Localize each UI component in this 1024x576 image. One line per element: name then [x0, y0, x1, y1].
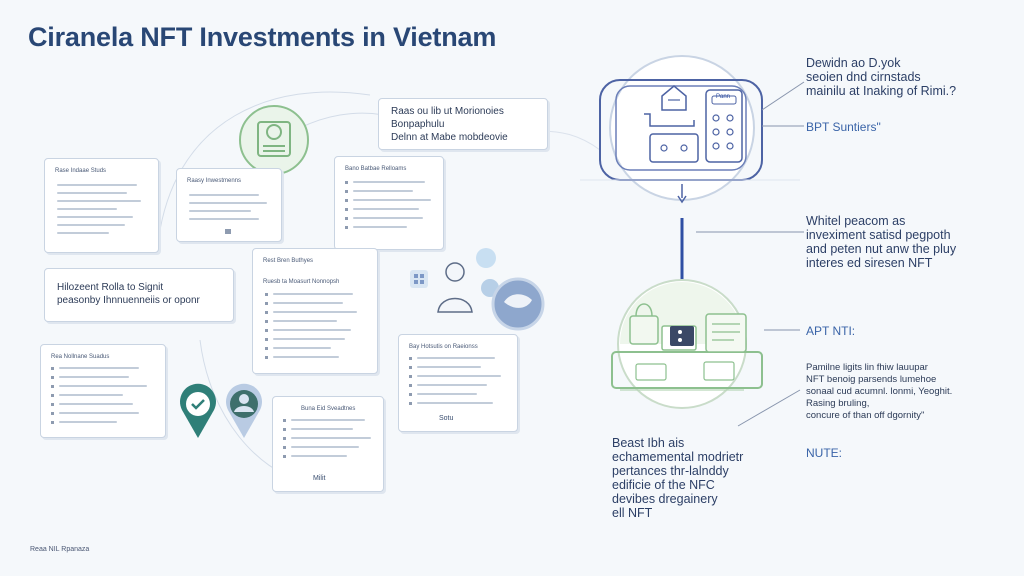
right-label-2: APT NTI: [806, 324, 856, 338]
info-card-1: Rase Indaae Studs [44, 158, 159, 253]
footer-caption: Reaa NIL Rpanaza [30, 546, 90, 553]
right-note-2-line: Whitel peacom as [806, 214, 906, 228]
user-pin-icon [226, 383, 262, 438]
right-note-1-line: mainilu at Inaking of Rimi.? [806, 84, 957, 98]
info-card-heading: Rea Nollnane Suadus [51, 354, 110, 360]
info-card-footer: Milit [313, 475, 326, 482]
right-note-3-line: Rasing bruling, [806, 398, 870, 409]
location-pin-icon [180, 383, 216, 438]
bottom-note-line: pertances thr-lalnddy [612, 464, 729, 478]
right-note-1-line: Dewidn ao D.yok [806, 56, 901, 70]
mid-note-card: Hilozeent Rolla to Signit peasonby Ihnnu… [44, 268, 234, 322]
right-label-3: NUTE: [806, 446, 842, 460]
mid-note-line: Hilozeent Rolla to Signit [57, 282, 164, 293]
right-note-2-line: inveximent satisd pegpoth [806, 228, 951, 242]
mid-note-line: peasonby Ihnnuenneiis or oponr [57, 295, 200, 306]
right-note-3-line: concure of than off dgornity" [806, 410, 925, 421]
right-note-3-line: Pamilne ligits lin fhiw lauupar [806, 362, 928, 373]
certificate-badge-icon [239, 105, 309, 175]
info-card-heading: Bano Batbae Relloams [345, 166, 407, 172]
info-card-7: Buna Eid Sveadtnes Milit [272, 396, 384, 492]
info-card-2: Raasy Inwestmenns [176, 168, 282, 242]
bottom-note-line: ell NFT [612, 506, 653, 520]
top-note-line: Delnn at Mabe mobdeovie [391, 132, 508, 143]
right-label-1: BPT Suntiers" [806, 120, 881, 134]
info-card-heading: Raasy Inwestmenns [187, 178, 242, 184]
right-note-2-line: and peten nut anw the pluy [806, 242, 957, 256]
top-note-card: Raas ou lib ut Morionoies Bonpaphulu Del… [378, 98, 548, 150]
info-card-heading: Rase Indaae Studs [55, 168, 107, 174]
device-tag: Pann [716, 94, 731, 100]
world-globe-icon [491, 277, 545, 331]
info-card-6: Bay Hotsutis on Raeionss Sotu [398, 334, 518, 432]
bottom-note-line: edificie of the NFC [612, 478, 715, 492]
top-note-line: Raas ou lib ut Morionoies [391, 106, 504, 117]
bottom-note-line: devibes dregainery [612, 492, 718, 506]
info-card-heading: Buna Eid Sveadtnes [301, 406, 356, 412]
right-note-3-line: NFT benoig parsends lumehoe [806, 374, 937, 385]
info-card-subheading: Ruesb ta Moasurt Nonnopsh [263, 279, 340, 285]
info-card-heading: Bay Hotsutis on Raeionss [409, 344, 478, 350]
info-card-heading: Rest Bren Buthyes [263, 258, 314, 264]
info-card-3: Bano Batbae Relloams [334, 156, 444, 250]
top-note-line: Bonpaphulu [391, 119, 445, 130]
info-card-5: Rea Nollnane Suadus [40, 344, 166, 438]
right-note-1-line: seoien dnd cirnstads [806, 70, 921, 84]
right-note-3-line: sonaal cud acumnl. lonmi, Yeoghit. [806, 386, 953, 397]
info-card-4: Rest Bren Buthyes Ruesb ta Moasurt Nonno… [252, 248, 378, 374]
bottom-note-line: Beast Ibh ais [612, 436, 685, 450]
info-card-footer: Sotu [439, 415, 454, 422]
right-note-2-line: interes ed siresen NFT [806, 256, 933, 270]
page-title: Ciranela NFT Investments in Vietnam [28, 22, 497, 52]
bottom-note-line: echamemental modrietr [612, 450, 744, 464]
